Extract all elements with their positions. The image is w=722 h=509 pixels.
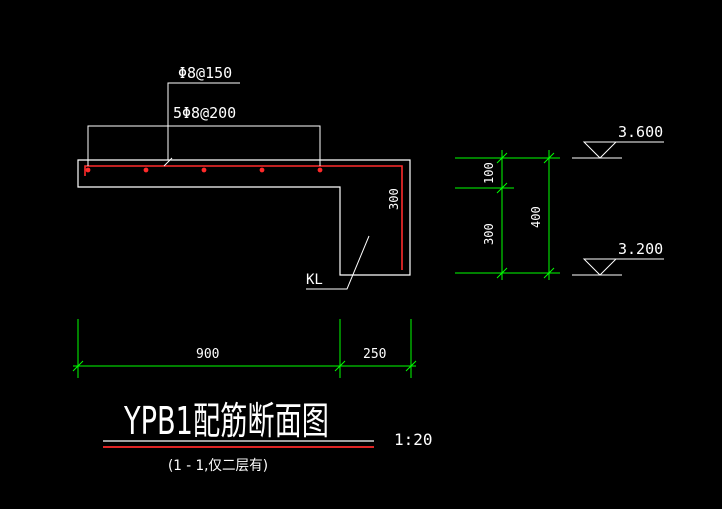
beam-depth-label: 300 xyxy=(387,188,401,210)
dist-rebar-bracket xyxy=(87,125,321,166)
dim-slab: 100 xyxy=(482,162,496,184)
dim-width-beam: 250 xyxy=(363,347,386,362)
elev-top: 3.600 xyxy=(618,123,663,141)
kl-leader xyxy=(306,235,370,290)
leader-lines xyxy=(87,82,370,290)
elevation-marker-top xyxy=(572,141,664,159)
rebar-dot xyxy=(201,167,207,173)
dist-rebar-tick xyxy=(163,157,173,167)
beam-label: KL xyxy=(306,272,323,288)
top-rebar-label: Φ8@150 xyxy=(178,64,232,82)
rebar-group xyxy=(84,165,403,270)
rebar-dot xyxy=(143,167,149,173)
rebar-dot xyxy=(317,167,323,173)
dim-total: 400 xyxy=(529,206,543,228)
drawing-scale: 1:20 xyxy=(394,430,433,449)
vertical-dimension xyxy=(455,150,560,280)
elev-bottom: 3.200 xyxy=(618,240,663,258)
rebar-dot xyxy=(259,167,265,173)
elevation-marker-bottom xyxy=(572,258,664,276)
dist-rebar-label: 5Φ8@200 xyxy=(173,104,236,122)
drawing-subtitle: (1 - 1,仅二层有) xyxy=(168,458,268,474)
top-rebar-line xyxy=(84,165,403,270)
dim-width-main: 900 xyxy=(196,347,219,362)
dim-beam-lower: 300 xyxy=(482,223,496,245)
drawing-title: YPB1配筋断面图 xyxy=(123,399,329,443)
horizontal-dimension xyxy=(72,319,417,378)
top-rebar-leader xyxy=(167,82,240,160)
section-outline xyxy=(77,159,411,276)
rebar-dot xyxy=(85,167,91,173)
